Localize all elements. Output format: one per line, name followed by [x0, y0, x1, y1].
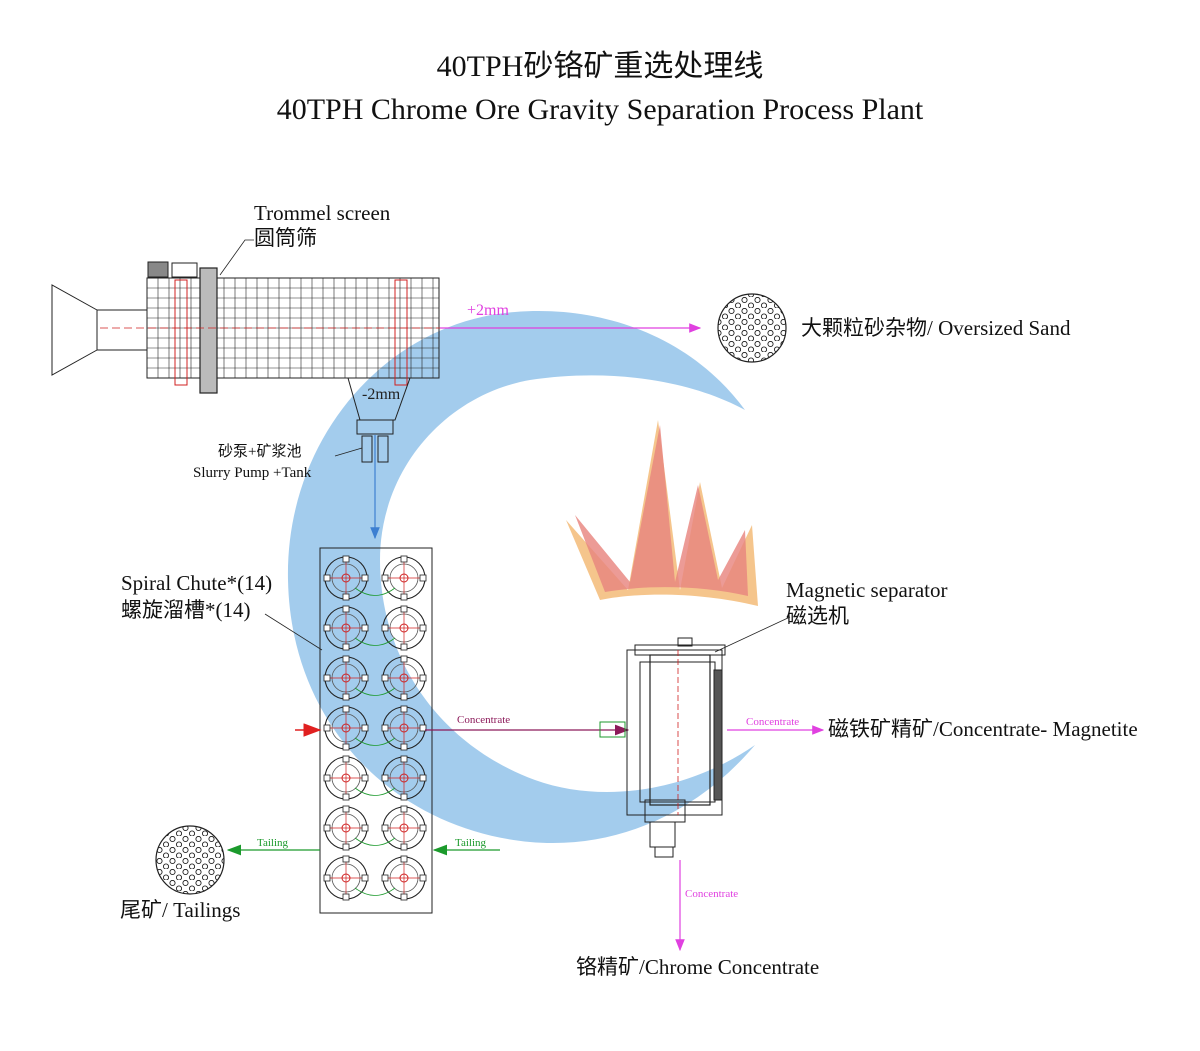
- spiral-chute-unit: [323, 755, 369, 801]
- trommel-drive-gear: [199, 267, 218, 394]
- trommel-support-left: [174, 279, 188, 386]
- magnetite-concentrate-flow-label: Concentrate: [746, 716, 800, 728]
- tailings-pile: [155, 825, 225, 895]
- magnetic-top-knob: [677, 637, 693, 647]
- oversized-sand-pile: [717, 293, 787, 363]
- chrome-concentrate-flow-label: Concentrate: [685, 888, 739, 900]
- trommel-label-en: Trommel screen: [254, 201, 391, 225]
- spiral-chute-unit: [323, 805, 369, 851]
- spiral-chute-unit: [381, 755, 427, 801]
- trommel-screen: [51, 261, 445, 421]
- spiral-label-en: Spiral Chute*(14): [121, 571, 273, 595]
- magnetic-top-bar: [634, 644, 726, 656]
- tailings-label: 尾矿/ Tailings: [120, 898, 241, 922]
- oversize-flow-label: +2mm: [467, 302, 509, 319]
- trommel-gearbox: [171, 262, 198, 278]
- spiral-chute-unit: [381, 805, 427, 851]
- magnetite-label: 磁铁矿精矿/Concentrate- Magnetite: [828, 717, 1138, 741]
- slurry-pump-right: [377, 435, 389, 463]
- spiral-label-cn: 螺旋溜槽*(14): [121, 598, 251, 622]
- magnetic-separator: [599, 616, 791, 858]
- chrome-concentrate-label: 铬精矿/Chrome Concentrate: [576, 955, 820, 979]
- tailing-flow-label-left: Tailing: [257, 837, 289, 849]
- spiral-collection-line: [354, 787, 396, 796]
- trommel-feed-hopper: [51, 284, 98, 376]
- spiral-collection-line: [354, 737, 396, 746]
- spiral-collection-line: [354, 687, 396, 696]
- spiral-chute-unit: [323, 655, 369, 701]
- magnetic-label-cn: 磁选机: [786, 604, 849, 628]
- spiral-collection-line: [354, 587, 396, 596]
- magnetic-leader-line: [714, 616, 791, 653]
- trommel-motor: [147, 261, 169, 278]
- spiral-collection-line: [354, 837, 396, 846]
- title-english: 40TPH Chrome Ore Gravity Separation Proc…: [276, 93, 924, 126]
- slurry-pump-left: [361, 435, 373, 463]
- spiral-chute-unit: [323, 855, 369, 901]
- magnetic-feed-box: [599, 721, 626, 738]
- magnetic-belt: [713, 669, 723, 801]
- spiral-collection-line: [354, 887, 396, 896]
- trommel-support-right: [394, 279, 408, 386]
- trommel-feed-chute: [96, 309, 148, 351]
- magnetic-motor: [649, 821, 676, 848]
- spiral-chute-unit: [323, 705, 369, 751]
- spiral-chute-unit: [323, 555, 369, 601]
- spiral-chute-unit: [381, 655, 427, 701]
- undersize-flow-label: -2mm: [362, 386, 401, 403]
- slurry-leader-line: [334, 447, 363, 457]
- slurry-label-en: Slurry Pump +Tank: [193, 465, 312, 481]
- spiral-collection-line: [354, 637, 396, 646]
- trommel-label-cn: 圆筒筛: [254, 226, 317, 250]
- spiral-leader-line: [264, 613, 323, 651]
- slurry-label-cn: 砂泵+矿浆池: [218, 444, 302, 460]
- spiral-chute-unit: [323, 605, 369, 651]
- magnetic-label-en: Magnetic separator: [786, 578, 948, 602]
- spiral-chute-bank: [264, 547, 433, 914]
- spiral-chute-unit: [381, 555, 427, 601]
- spiral-chute-unit: [381, 705, 427, 751]
- trommel-leader-line: [219, 239, 254, 276]
- title-chinese: 40TPH砂铬矿重选处理线: [436, 50, 764, 83]
- oversized-sand-label: 大颗粒砂杂物/ Oversized Sand: [801, 316, 1071, 340]
- magnetic-motor-foot: [654, 846, 674, 858]
- logo-pink-crown: [575, 425, 748, 596]
- slurry-tank: [356, 419, 394, 435]
- slurry-pump-tank: [334, 419, 394, 463]
- spiral-chute-unit: [381, 605, 427, 651]
- watermark-logo: [287, 311, 758, 844]
- concentrate-flow-label: Concentrate: [457, 714, 511, 726]
- spiral-chute-unit: [381, 855, 427, 901]
- tailing-flow-label-right: Tailing: [455, 837, 487, 849]
